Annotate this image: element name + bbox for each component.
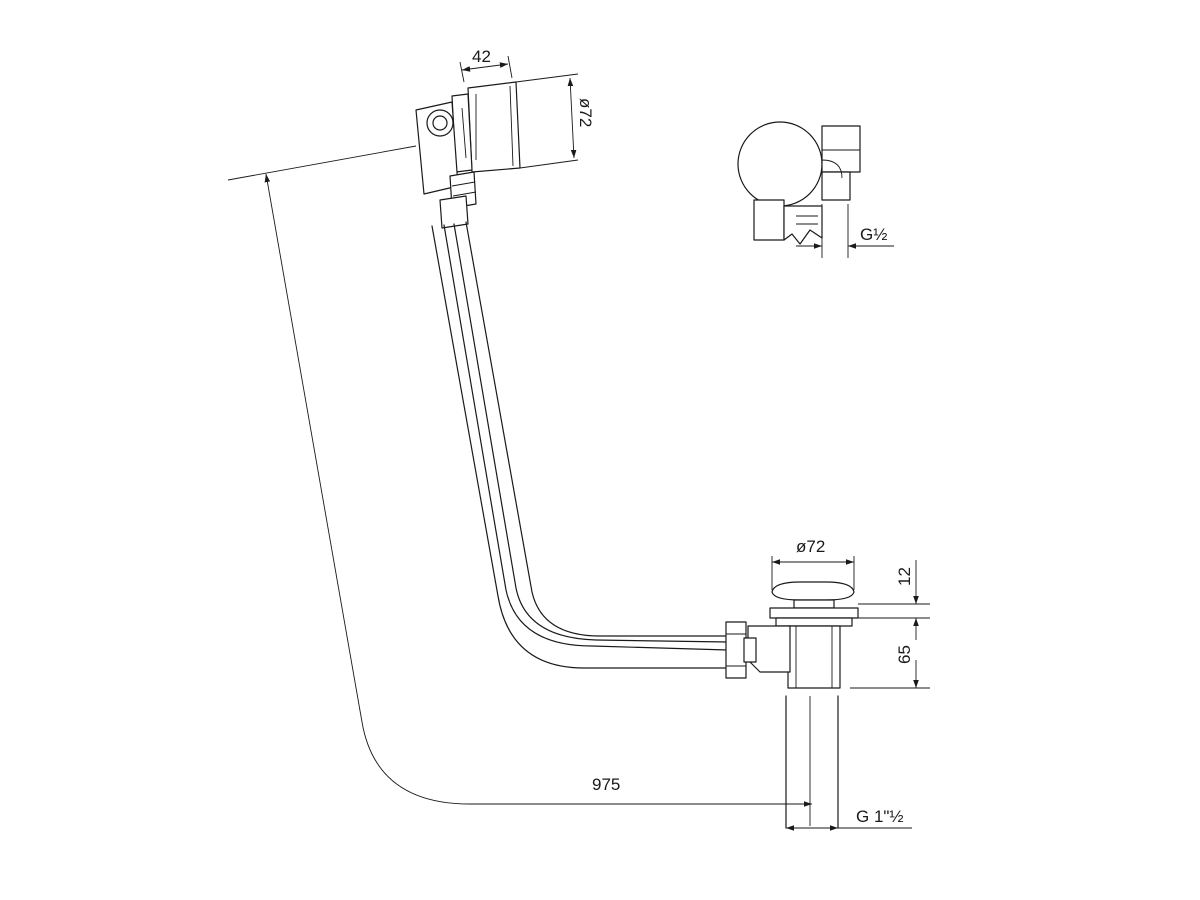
label-cable-length: 975 xyxy=(592,775,620,794)
overflow-side-view xyxy=(737,121,861,258)
waste-assembly xyxy=(725,581,859,829)
overflow-assembly xyxy=(415,81,521,229)
overflow-tube xyxy=(431,221,735,669)
label-overflow-diameter: ø72 xyxy=(576,98,595,127)
label-waste-diameter: ø72 xyxy=(796,537,825,556)
label-overflow-depth: 42 xyxy=(472,47,491,66)
label-thread-outlet: G 1"½ xyxy=(856,807,904,826)
label-thread-overflow: G½ xyxy=(860,225,887,244)
dimension-lines xyxy=(227,55,930,831)
dimension-labels: 42 ø72 G½ ø72 12 65 975 G 1"½ xyxy=(472,47,914,826)
label-body-height: 65 xyxy=(895,645,914,664)
label-plug-height: 12 xyxy=(895,567,914,586)
